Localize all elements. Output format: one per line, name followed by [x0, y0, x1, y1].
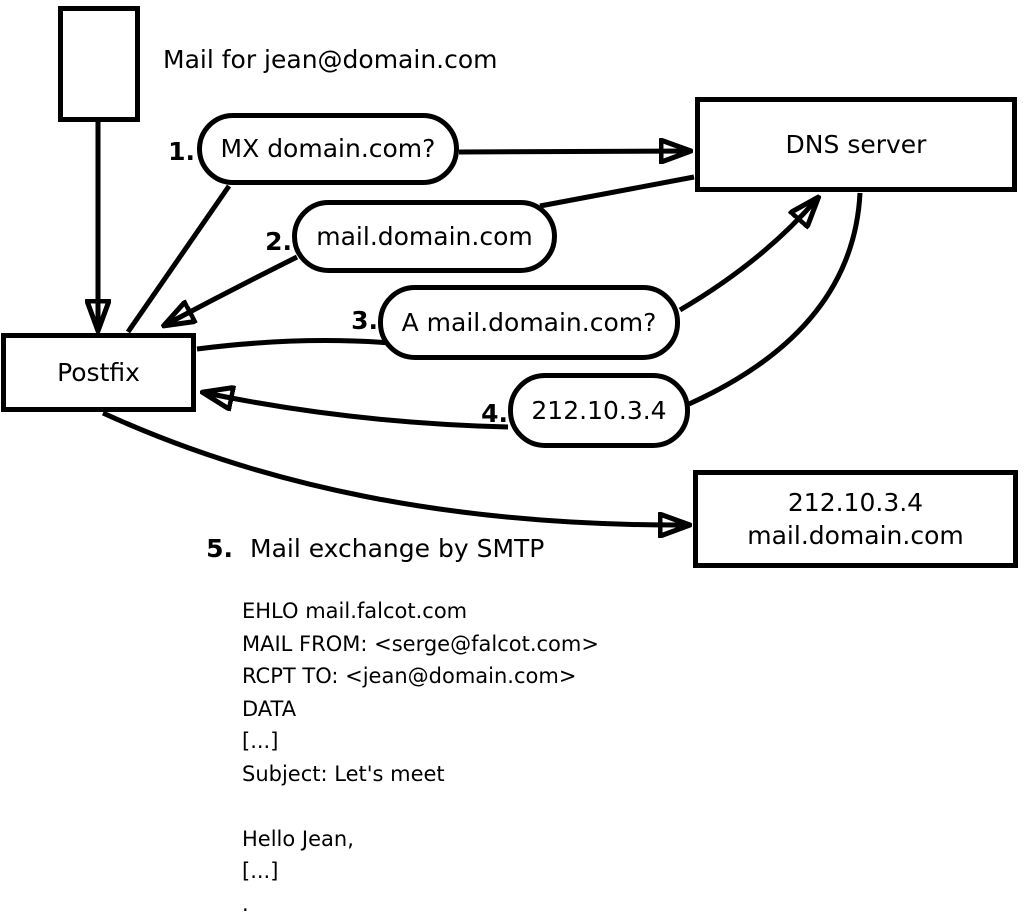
mail-server-node: 212.10.3.4 mail.domain.com: [693, 470, 1018, 568]
mail-message-icon: [58, 6, 140, 122]
mail-server-hostname-label: mail.domain.com: [747, 521, 964, 550]
dns-server-node: DNS server: [695, 97, 1017, 192]
mail-server-ip-label: 212.10.3.4: [787, 488, 924, 517]
postfix-node: Postfix: [1, 333, 196, 412]
reply-a-pill: 212.10.3.4: [508, 373, 690, 448]
query-mx-pill: MX domain.com?: [197, 113, 459, 185]
step-5-label: Mail exchange by SMTP: [250, 534, 545, 563]
arrow-postfix-to-mailserver: [101, 410, 686, 525]
reply-mx-pill-label: mail.domain.com: [316, 221, 533, 251]
line-dns-to-reply2: [539, 174, 695, 209]
dns-server-node-label: DNS server: [785, 129, 927, 159]
line-dns-to-reply4: [687, 192, 863, 407]
reply-mx-pill: mail.domain.com: [292, 200, 557, 273]
step-5-number: 5.: [206, 534, 233, 563]
arrow-reply4-to-postfix: [206, 393, 509, 430]
line-postfix-to-query3: [196, 338, 391, 352]
arrow-query3-to-dns: [678, 200, 816, 313]
arrow-query1-to-dns: [458, 151, 687, 152]
line-postfix-to-query1: [125, 184, 232, 334]
step-3-number: 3.: [351, 306, 378, 335]
step-2-number: 2.: [265, 227, 292, 256]
step-4-number: 4.: [481, 399, 508, 428]
mail-title-label: Mail for jean@domain.com: [163, 45, 498, 74]
smtp-transcript: EHLO mail.falcot.com MAIL FROM: <serge@f…: [242, 599, 599, 916]
query-a-pill: A mail.domain.com?: [378, 285, 680, 360]
arrow-reply2-to-postfix: [167, 254, 299, 324]
query-a-pill-label: A mail.domain.com?: [401, 307, 657, 337]
step-1-number: 1.: [168, 137, 195, 166]
query-mx-pill-label: MX domain.com?: [220, 134, 436, 163]
reply-a-pill-label: 212.10.3.4: [531, 395, 667, 425]
postfix-node-label: Postfix: [57, 357, 140, 387]
